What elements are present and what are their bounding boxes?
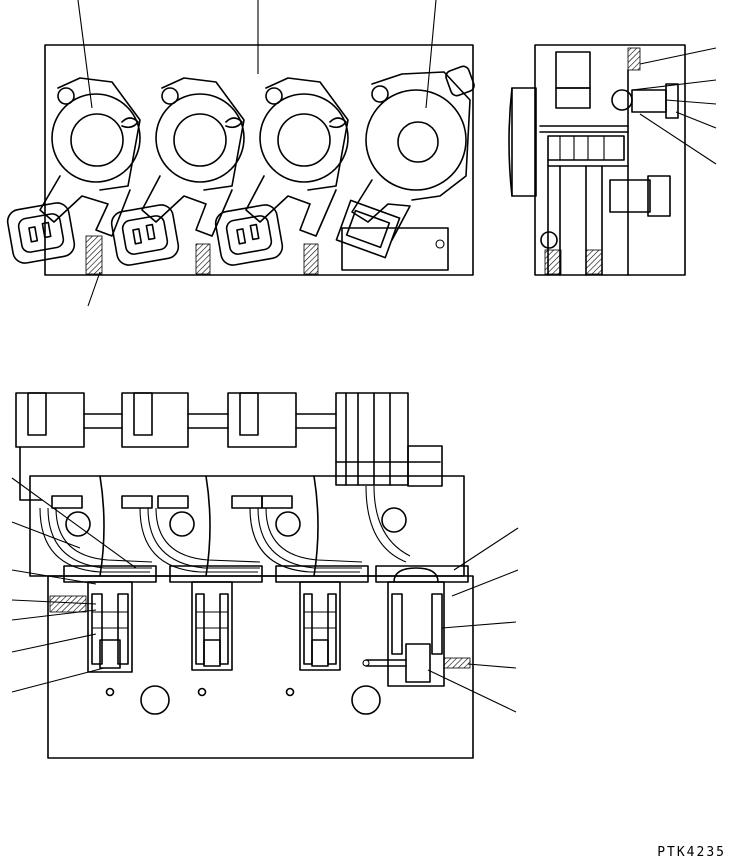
- valve-spool-1: [87, 581, 133, 673]
- valve-spool-4: [362, 581, 471, 687]
- side-block-outline: [534, 44, 686, 276]
- valve-block-outline: [44, 44, 474, 276]
- seal-hatch: [49, 595, 87, 613]
- front-block-outline: [47, 575, 474, 759]
- plug-hatch-3: [303, 243, 319, 275]
- solenoid-2: [110, 77, 245, 266]
- side-view: [508, 44, 717, 276]
- solenoid-4: [335, 65, 475, 271]
- valve-spool-3: [299, 581, 341, 671]
- plug-hatch-1: [85, 235, 103, 275]
- drawing-code: PTK4235: [657, 845, 726, 860]
- solenoid-3: [214, 77, 349, 266]
- solenoid-1: [6, 77, 141, 264]
- valve-spool-2: [191, 581, 233, 671]
- plug-hatch-2: [195, 243, 211, 275]
- top-view: [6, 0, 475, 307]
- front-view: [11, 392, 519, 759]
